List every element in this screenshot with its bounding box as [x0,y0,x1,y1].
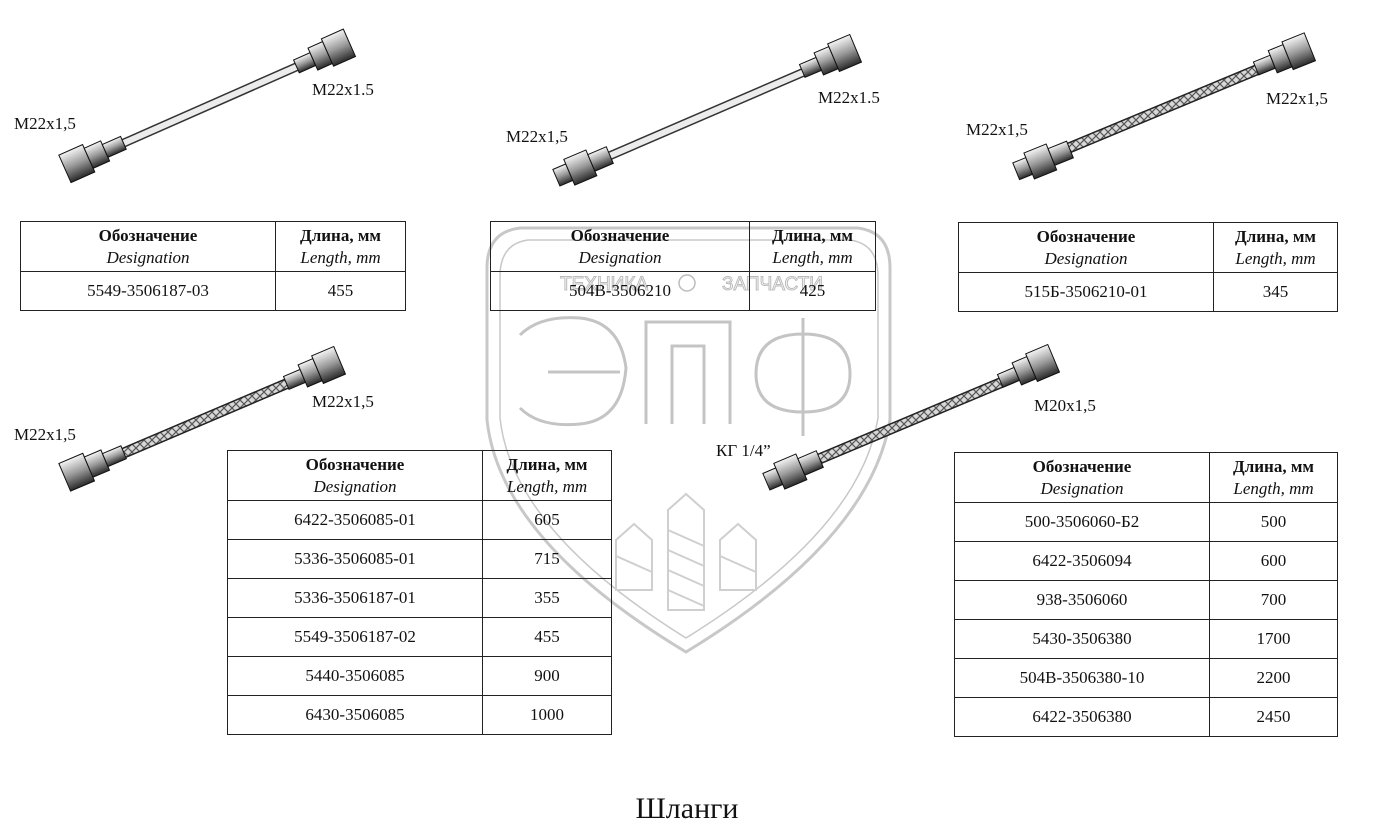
hose-5-thread-right: M20x1,5 [1034,396,1096,415]
length-cell: 900 [482,656,612,696]
designation-cell: 5430-3506380 [954,619,1210,659]
length-cell: 2450 [1209,697,1338,737]
watermark-towers [615,492,757,611]
hose-4-thread-left: M22x1,5 [14,425,76,444]
hose-4-drawing [58,345,347,492]
designation-cell: 504В-3506210 [490,271,750,311]
length-cell: 715 [482,539,612,579]
length-cell: 700 [1209,580,1338,620]
length-cell: 355 [482,578,612,618]
designation-cell: 5549-3506187-02 [227,617,483,657]
page-title: Шланги [635,792,739,825]
designation-cell: 6422-3506085-01 [227,500,483,540]
length-cell: 455 [482,617,612,657]
designation-cell: 500-3506060-Б2 [954,502,1210,542]
hose-3-thread-left: M22x1,5 [966,120,1028,139]
hose-1-drawing [58,28,357,184]
length-cell: 455 [275,271,406,311]
designation-cell: 6430-3506085 [227,695,483,735]
designation-cell: 5440-3506085 [227,656,483,696]
hose-4-thread-right: M22x1,5 [312,392,374,411]
hose-5-thread-left: КГ 1/4” [716,441,771,460]
watermark-logo [518,316,852,436]
designation-cell: 5549-3506187-03 [20,271,276,311]
table-row: 504В-3506210 425 [490,271,876,311]
designation-cell: 938-3506060 [954,580,1210,620]
hose-3-drawing [1012,32,1317,181]
length-cell: 600 [1209,541,1338,581]
length-cell: 1700 [1209,619,1338,659]
designation-cell: 504В-3506380-10 [954,658,1210,698]
length-cell: 2200 [1209,658,1338,698]
hose-1-thread-left: M22x1,5 [14,114,76,133]
designation-cell: 5336-3506187-01 [227,578,483,618]
hose-5-drawing [762,343,1061,491]
length-cell: 425 [749,271,876,311]
hose-2-thread-left: M22x1,5 [506,127,568,146]
hose-1-thread-right: M22x1.5 [312,80,374,99]
designation-cell: 5336-3506085-01 [227,539,483,579]
length-cell: 605 [482,500,612,540]
length-cell: 1000 [482,695,612,735]
designation-cell: 515Б-3506210-01 [958,272,1214,312]
hose-2-thread-right: M22x1.5 [818,88,880,107]
hose-3-thread-right: M22x1,5 [1266,89,1328,108]
designation-cell: 6422-3506380 [954,697,1210,737]
length-cell: 500 [1209,502,1338,542]
hose-2-drawing [552,33,863,187]
table-row: 515Б-3506210-01 345 [958,272,1338,312]
length-cell: 345 [1213,272,1338,312]
designation-cell: 6422-3506094 [954,541,1210,581]
table-row: 5549-3506187-03 455 [20,271,406,311]
